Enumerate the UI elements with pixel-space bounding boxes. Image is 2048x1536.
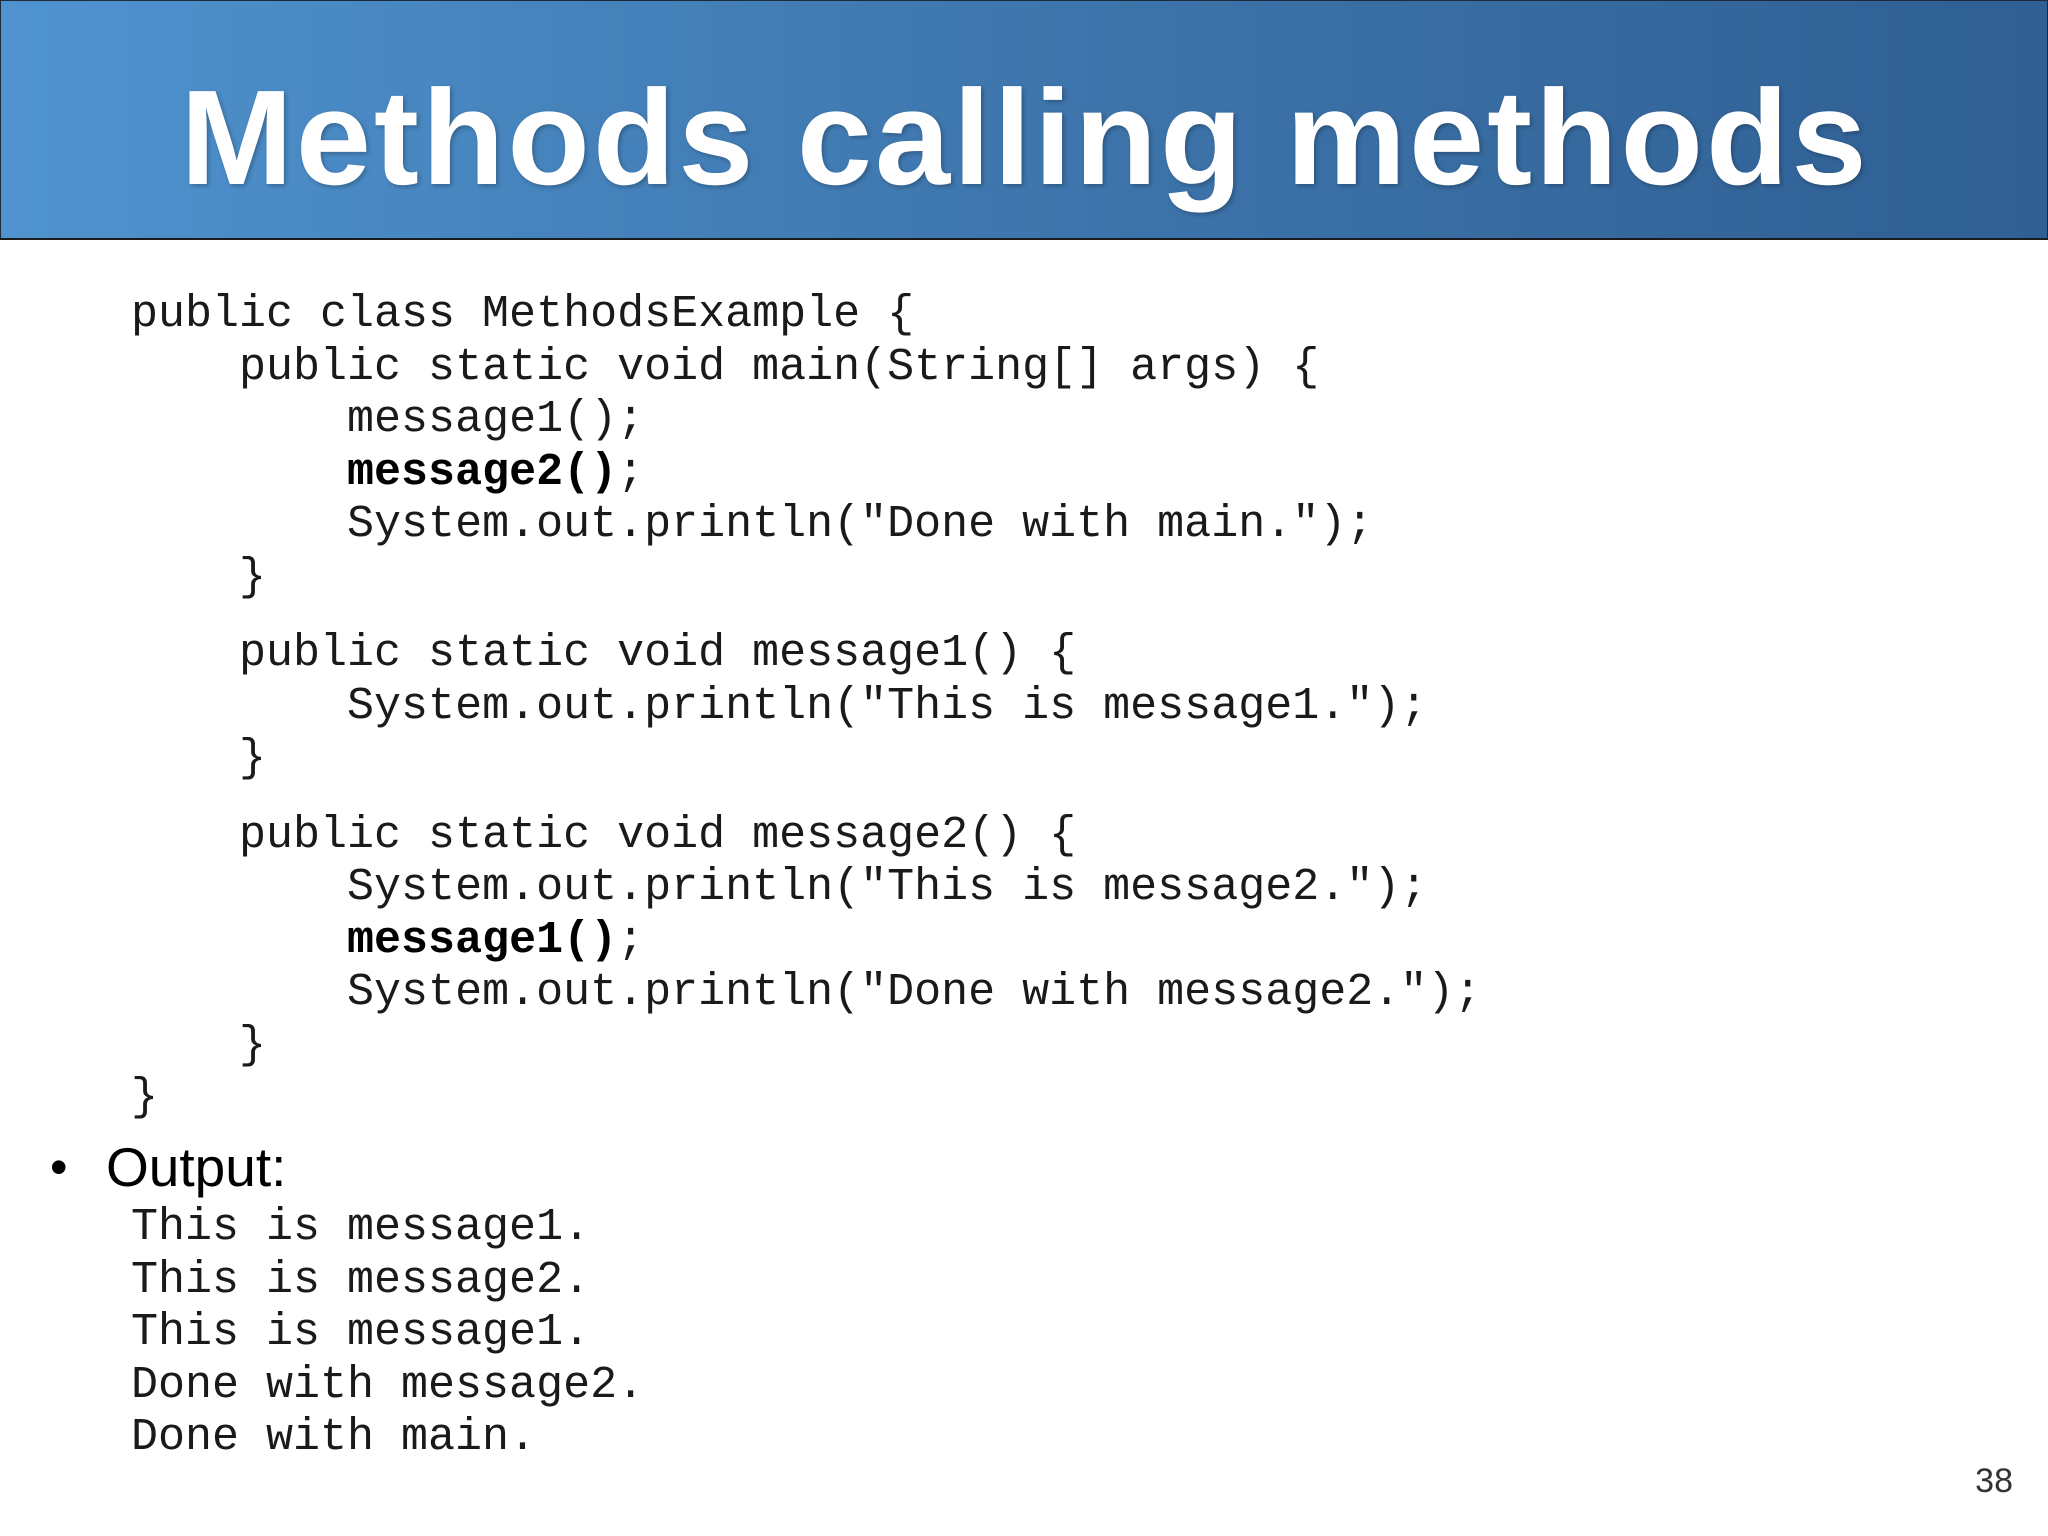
code-line: public static void message2() {: [239, 809, 1077, 861]
output-line: This is message1.: [131, 1202, 591, 1253]
code-line: }: [239, 733, 267, 784]
code-line: }: [131, 1072, 159, 1123]
output-bullet: • Output:: [50, 1135, 286, 1199]
slide-title: Methods calling methods: [180, 62, 1870, 213]
code-line: }: [239, 1019, 267, 1071]
code-line: public static void message1() {: [239, 628, 1077, 679]
code-line: message1();: [347, 394, 645, 445]
code-block: public class MethodsExample { public sta…: [131, 289, 1481, 1125]
output-line: This is message2.: [131, 1254, 591, 1306]
code-line: public class MethodsExample {: [131, 289, 915, 340]
code-line: System.out.println("Done with main.");: [347, 499, 1374, 550]
code-line: public static void main(String[] args) {: [239, 341, 1320, 393]
page-number: 38: [1975, 1462, 2013, 1500]
output-block: This is message1. This is message2. This…: [131, 1202, 644, 1465]
output-line: This is message1.: [131, 1307, 591, 1358]
code-line: System.out.println("This is message1.");: [347, 680, 1428, 732]
code-line-highlighted: message1();: [347, 914, 645, 966]
code-line: }: [239, 551, 267, 603]
bold-call: message1(): [347, 914, 618, 966]
title-bar: Methods calling methods: [0, 0, 2048, 240]
bullet-icon: •: [50, 1139, 68, 1195]
output-line: Done with message2.: [131, 1359, 645, 1411]
bold-call: message2(): [347, 446, 618, 498]
code-line: System.out.println("This is message2.");: [347, 862, 1428, 913]
code-line: System.out.println("Done with message2."…: [347, 967, 1482, 1018]
output-label: Output:: [106, 1136, 287, 1198]
output-line: Done with main.: [131, 1412, 537, 1463]
code-line-highlighted: message2();: [347, 446, 645, 498]
